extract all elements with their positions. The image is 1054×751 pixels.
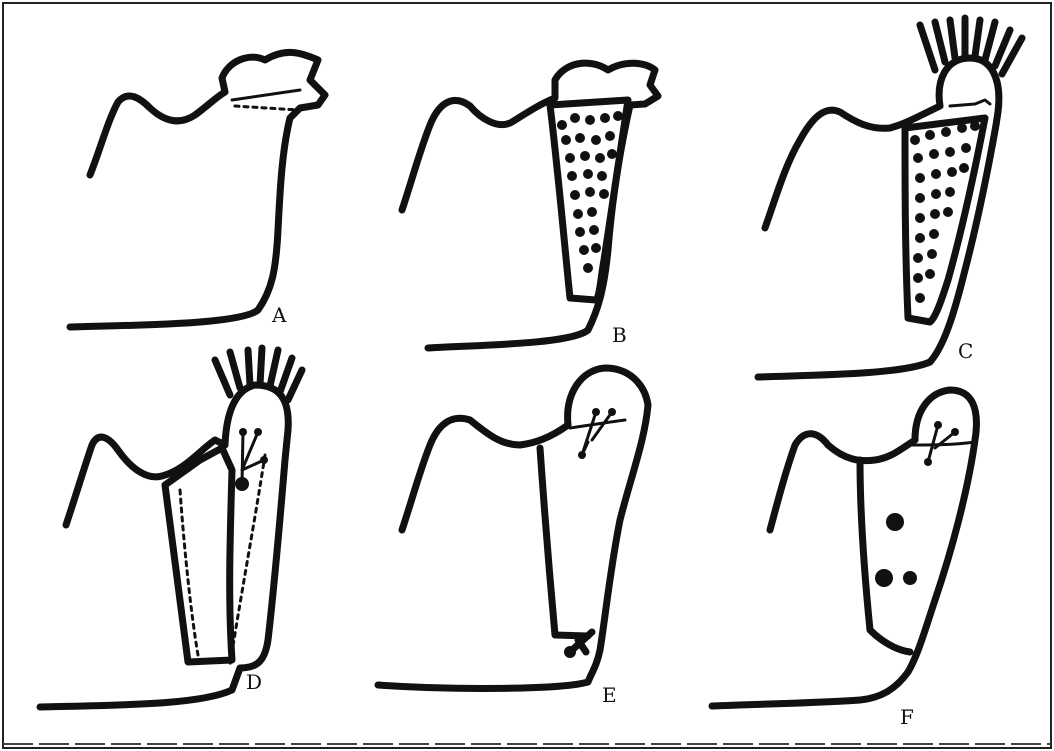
panel-a-cap-line [232, 90, 300, 100]
panel-e-pulp-line [570, 420, 625, 428]
panel-e: E [378, 368, 648, 707]
panel-b: B [402, 63, 658, 348]
panel-d-label: D [246, 670, 262, 694]
panel-b-label: B [612, 323, 627, 347]
panel-f-outline [712, 390, 976, 706]
panel-a-outline [70, 52, 325, 327]
panel-b-outline [402, 63, 658, 348]
panel-a: A [70, 52, 325, 327]
panel-e-root-outline [540, 448, 588, 636]
panel-f: F [712, 390, 976, 729]
panel-c: C [758, 18, 1022, 377]
panel-d-tissue-tuft [215, 348, 302, 400]
panel-c-label: C [958, 339, 973, 363]
panel-e-label: E [602, 683, 617, 707]
panel-d: D [40, 348, 302, 707]
panel-c-graft-line [950, 100, 990, 106]
panel-c-tissue-tuft [920, 18, 1022, 74]
panel-f-granules [875, 513, 917, 587]
panel-f-root-outline [860, 460, 910, 652]
panel-d-pulp-vessels [235, 428, 268, 491]
panel-c-granules [910, 121, 980, 303]
panel-e-pulp-vessels [578, 408, 616, 459]
panel-a-dotted-boundary [235, 106, 298, 110]
panel-f-label: F [900, 705, 914, 729]
panel-d-implant-outer [165, 448, 232, 662]
panel-a-label: A [271, 303, 287, 327]
